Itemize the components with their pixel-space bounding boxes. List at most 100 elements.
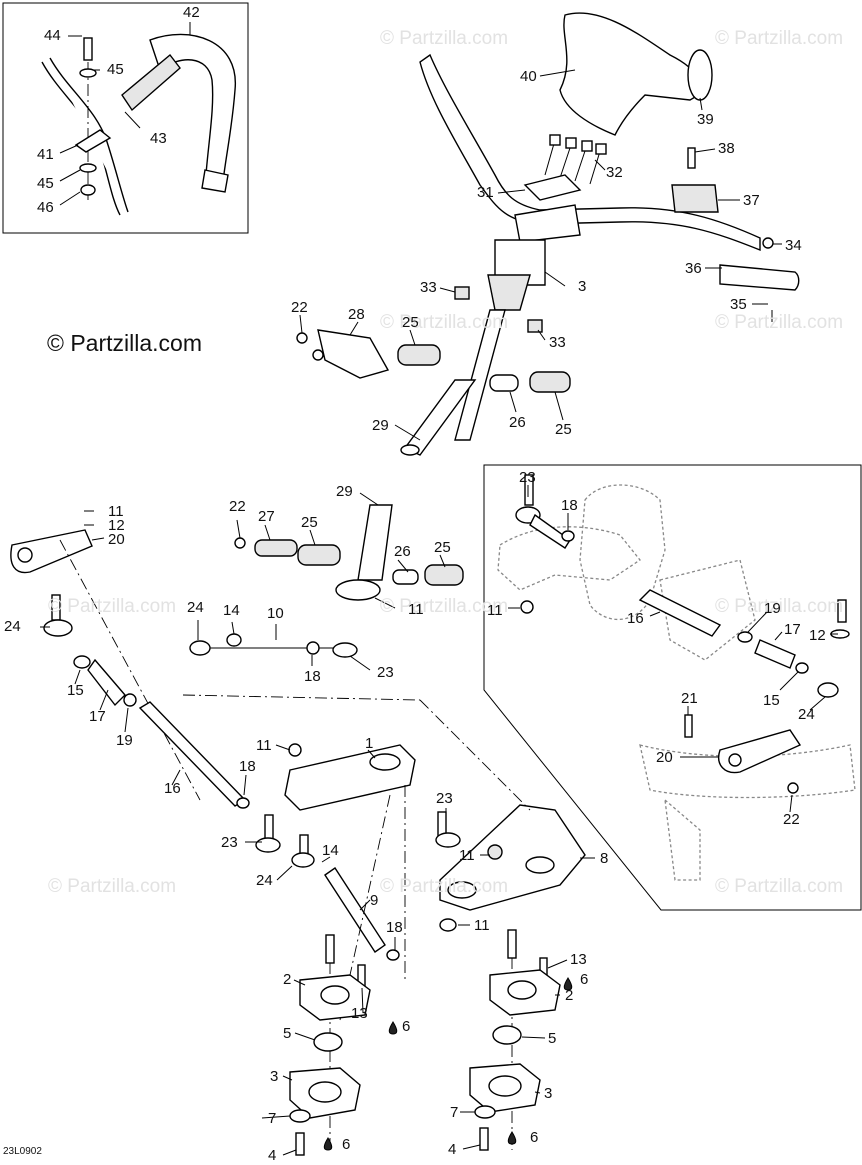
callout-12: 12	[108, 517, 125, 534]
callout-40: 40	[520, 68, 537, 85]
callout-leader-lines	[40, 22, 838, 1156]
callout-34: 34	[785, 237, 802, 254]
callout-6: 6	[530, 1129, 539, 1146]
callout-20: 20	[656, 749, 673, 766]
callout-25: 25	[434, 539, 451, 556]
callout-21: 21	[681, 690, 698, 707]
callout-29: 29	[336, 483, 353, 500]
watermark: © Partzilla.com	[715, 28, 844, 49]
handlebar-assembly-drawing	[296, 12, 800, 456]
callout-9: 9	[370, 892, 379, 909]
callout-25: 25	[555, 421, 572, 438]
callout-17: 17	[89, 708, 106, 725]
callout-25: 25	[402, 314, 419, 331]
callout-11: 11	[487, 602, 503, 619]
inset-steering-linkage-drawing	[497, 474, 856, 881]
callout-45: 45	[37, 175, 54, 192]
callout-33: 33	[420, 279, 437, 296]
callout-23: 23	[377, 664, 394, 681]
callout-15: 15	[763, 692, 780, 709]
callout-6: 6	[342, 1136, 351, 1153]
drawing-code: 23L0902	[3, 1146, 42, 1157]
callout-18: 18	[239, 758, 256, 775]
callout-4: 4	[268, 1147, 277, 1164]
callout-24: 24	[4, 618, 21, 635]
inset-frame-handlebar-pad	[2, 2, 249, 234]
callout-28: 28	[348, 306, 365, 323]
watermark: © Partzilla.com	[380, 876, 509, 897]
steering-linkage-drawing	[10, 504, 586, 1021]
inset-frame-steering-linkage	[483, 464, 862, 911]
callout-41: 41	[37, 146, 54, 163]
callout-10: 10	[267, 605, 284, 622]
callout-42: 42	[183, 4, 200, 21]
callout-46: 46	[37, 199, 54, 216]
callout-7: 7	[268, 1110, 277, 1127]
watermark: © Partzilla.com	[48, 876, 177, 897]
callout-22: 22	[783, 811, 800, 828]
callout-3: 3	[270, 1068, 279, 1085]
callout-20: 20	[108, 531, 125, 548]
callout-14: 14	[322, 842, 339, 859]
callout-5: 5	[548, 1030, 557, 1047]
callout-1: 1	[365, 735, 374, 752]
callout-7: 7	[450, 1104, 459, 1121]
callout-11: 11	[474, 917, 490, 934]
callout-31: 31	[477, 184, 494, 201]
callout-5: 5	[283, 1025, 292, 1042]
callout-45: 45	[107, 61, 124, 78]
callout-32: 32	[606, 164, 623, 181]
callout-16: 16	[164, 780, 181, 797]
callout-23: 23	[221, 834, 238, 851]
callout-14: 14	[223, 602, 240, 619]
callout-38: 38	[718, 140, 735, 157]
callout-13: 13	[570, 951, 587, 968]
callout-27: 27	[258, 508, 275, 525]
watermark: © Partzilla.com	[380, 312, 509, 333]
watermark: © Partzilla.com	[715, 876, 844, 897]
watermark: © Partzilla.com	[48, 596, 177, 617]
callout-33: 33	[549, 334, 566, 351]
callout-2: 2	[283, 971, 292, 988]
callout-6: 6	[402, 1018, 411, 1035]
callout-37: 37	[743, 192, 760, 209]
callout-24: 24	[798, 706, 815, 723]
steering-bearing-stacks-drawing	[289, 929, 573, 1156]
watermark: © Partzilla.com	[380, 28, 509, 49]
callout-11: 11	[459, 847, 475, 864]
callout-26: 26	[394, 543, 411, 560]
callout-24: 24	[187, 599, 204, 616]
callout-12: 12	[809, 627, 826, 644]
watermark: © Partzilla.com	[715, 596, 844, 617]
callout-11: 11	[256, 737, 272, 754]
callout-15: 15	[67, 682, 84, 699]
copyright-notice: © Partzilla.com	[47, 330, 202, 356]
callout-43: 43	[150, 130, 167, 147]
callout-19: 19	[764, 600, 781, 617]
inset-handlebar-pad-drawing	[41, 33, 236, 216]
callout-6: 6	[580, 971, 589, 988]
callout-11: 11	[408, 601, 424, 618]
callout-8: 8	[600, 850, 609, 867]
callout-25: 25	[301, 514, 318, 531]
callout-44: 44	[44, 27, 61, 44]
callout-17: 17	[784, 621, 801, 638]
callout-22: 22	[229, 498, 246, 515]
callout-23: 23	[436, 790, 453, 807]
callout-13: 13	[351, 1005, 368, 1022]
callout-2: 2	[565, 987, 574, 1004]
callout-11: 11	[108, 503, 124, 520]
callout-18: 18	[304, 668, 321, 685]
callout-3: 3	[544, 1085, 553, 1102]
watermark: © Partzilla.com	[380, 596, 509, 617]
callout-22: 22	[291, 299, 308, 316]
callout-19: 19	[116, 732, 133, 749]
callout-18: 18	[386, 919, 403, 936]
callout-35: 35	[730, 296, 747, 313]
callout-3: 3	[578, 278, 587, 295]
callout-24: 24	[256, 872, 273, 889]
callout-23: 23	[519, 469, 536, 486]
watermark: © Partzilla.com	[715, 312, 844, 333]
